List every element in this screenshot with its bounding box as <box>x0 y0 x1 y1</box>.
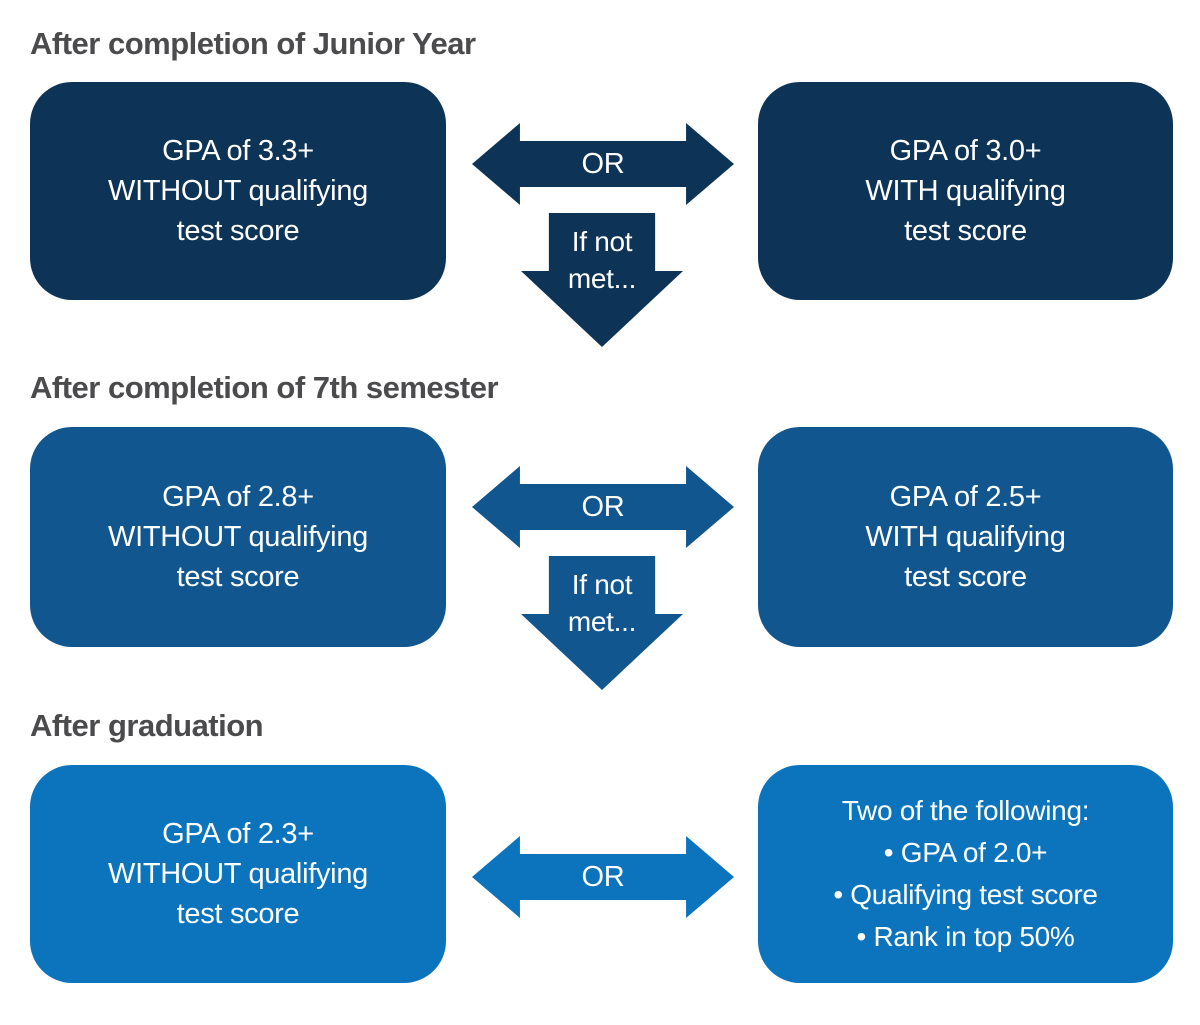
requirement-box-right: GPA of 3.0+ WITH qualifying test score <box>758 82 1173 300</box>
or-label: OR <box>581 490 625 523</box>
box-line: test score <box>904 215 1027 247</box>
requirement-box-left: GPA of 2.3+ WITHOUT qualifying test scor… <box>30 765 446 983</box>
box-line: test score <box>904 561 1027 593</box>
if-not-met-label: If not met... <box>567 569 637 637</box>
box-line: GPA of 2.3+ <box>162 818 314 850</box>
stage-heading: After graduation <box>30 708 264 743</box>
if-not-met-label: If not met... <box>567 226 637 294</box>
or-label: OR <box>581 860 625 893</box>
box-line: test score <box>176 215 300 247</box>
box-line: WITHOUT qualifying <box>108 175 368 207</box>
box-line: GPA of 2.5+ <box>889 481 1042 513</box>
box-line: test score <box>176 561 300 593</box>
or-double-arrow-icon: OR <box>472 466 734 548</box>
bullet-line: • Qualifying test score <box>833 879 1098 910</box>
box-line: test score <box>176 898 300 930</box>
or-double-arrow-icon: OR <box>472 836 734 918</box>
stage-heading: After completion of Junior Year <box>30 26 476 61</box>
box-line: GPA of 3.0+ <box>889 135 1042 167</box>
stage-heading: After completion of 7th semester <box>30 370 499 405</box>
box-line: WITH qualifying <box>865 175 1066 207</box>
requirement-box-right: Two of the following: • GPA of 2.0+ • Qu… <box>758 765 1173 983</box>
box-line: Two of the following: <box>841 795 1090 826</box>
requirement-box-left: GPA of 3.3+ WITHOUT qualifying test scor… <box>30 82 446 300</box>
box-line: WITH qualifying <box>865 521 1066 553</box>
or-label: OR <box>581 147 625 180</box>
box-line: GPA of 2.8+ <box>162 481 314 513</box>
bullet-line: • Rank in top 50% <box>856 921 1075 952</box>
box-line: GPA of 3.3+ <box>162 135 314 167</box>
box-line: WITHOUT qualifying <box>108 858 368 890</box>
bullet-line: • GPA of 2.0+ <box>883 837 1048 868</box>
or-double-arrow-icon: OR <box>472 123 734 205</box>
requirement-box-left: GPA of 2.8+ WITHOUT qualifying test scor… <box>30 427 446 647</box>
requirement-box-right: GPA of 2.5+ WITH qualifying test score <box>758 427 1173 647</box>
box-line: WITHOUT qualifying <box>108 521 368 553</box>
